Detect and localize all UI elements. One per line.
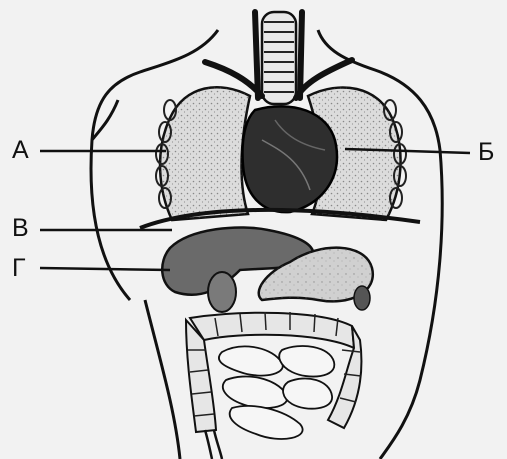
label-a: А [12,138,29,163]
spleen [354,286,370,310]
label-b: Б [478,140,494,165]
left-lung [160,87,250,220]
label-v: В [12,216,29,241]
small-intestine [219,346,334,439]
trachea [262,12,296,104]
leader-line-g [40,268,170,270]
label-g: Г [12,256,26,281]
lower-vessels [205,430,222,459]
gallbladder [208,272,236,312]
